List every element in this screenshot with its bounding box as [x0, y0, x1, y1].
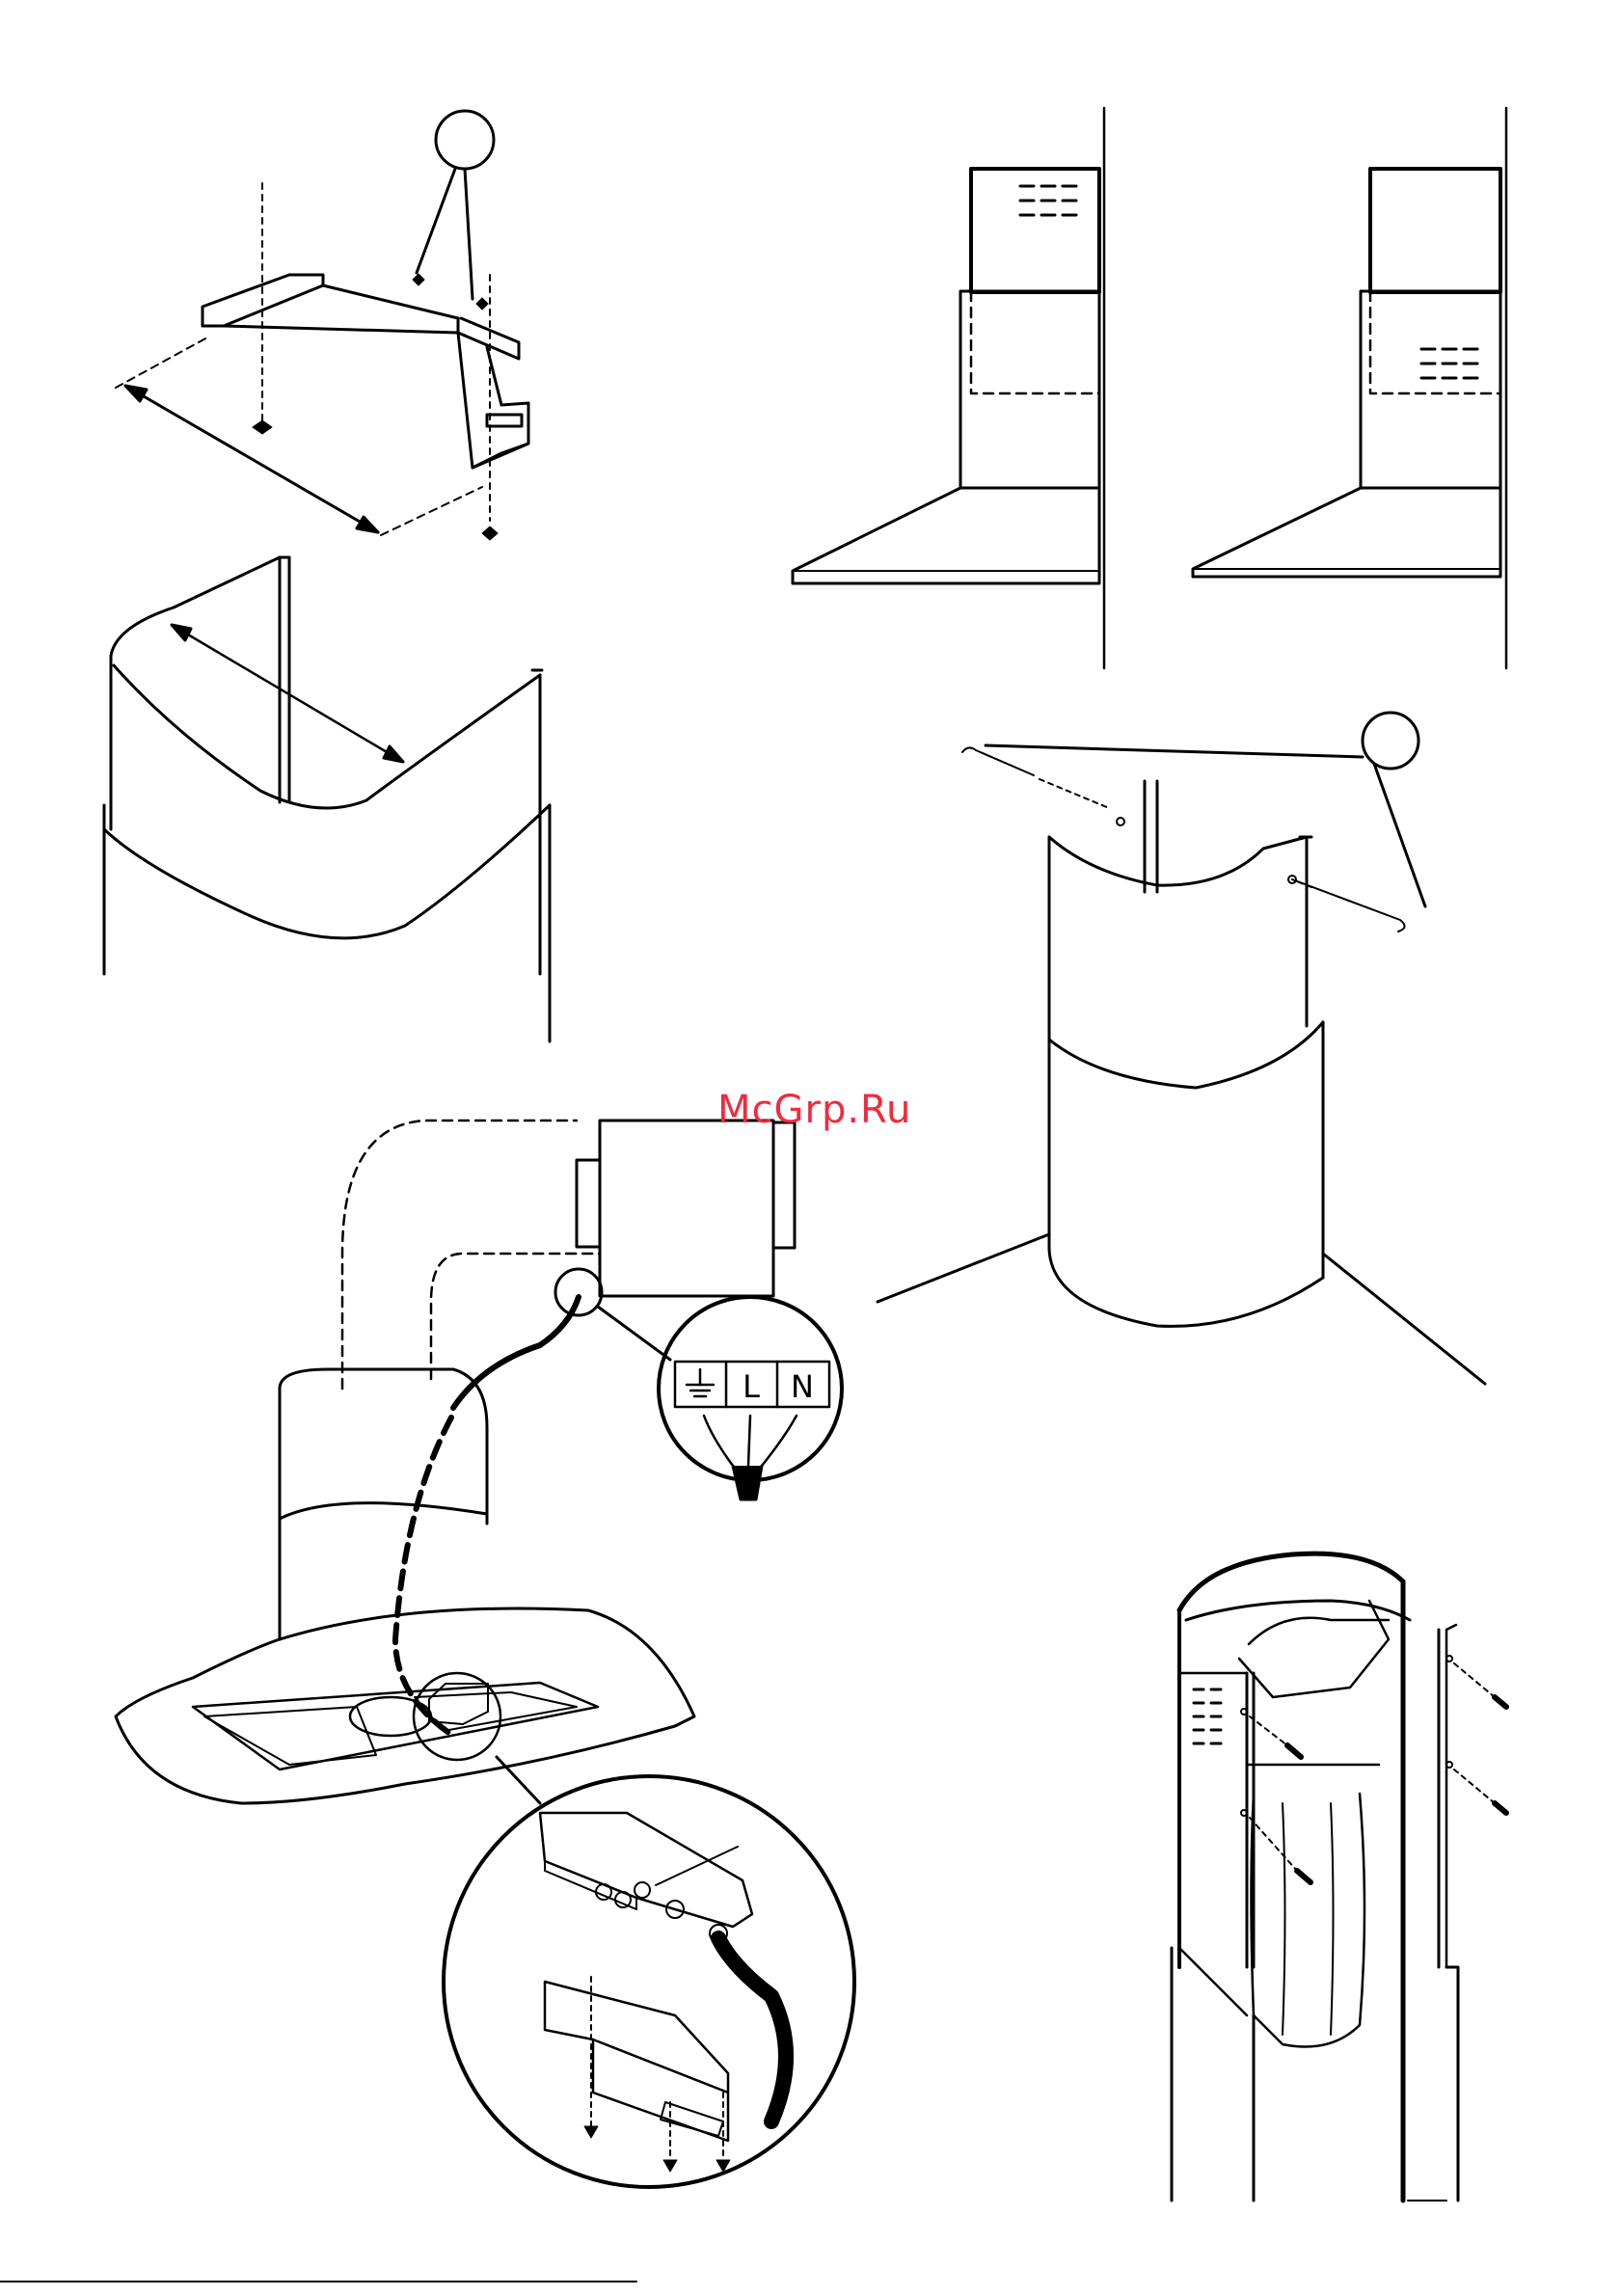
watermark-text: McGrp.Ru [717, 1088, 911, 1132]
figure-electrical-connection: L N [116, 1121, 854, 2187]
connector-detail-circle [444, 1776, 854, 2187]
figure-chimney-fixing-screws [878, 713, 1485, 1384]
earth-symbol-icon [687, 1369, 714, 1396]
live-terminal-label: L [743, 1368, 760, 1405]
callout-circle [436, 111, 494, 169]
callout-circle [1363, 713, 1418, 769]
figure-hood-side-views [793, 108, 1506, 668]
neutral-terminal-label: N [791, 1368, 814, 1405]
figure-chimney-with-duct [1172, 1553, 1506, 2201]
figure-chimney-sleeve-top [104, 557, 550, 1041]
figure-mounting-bracket [116, 111, 528, 540]
